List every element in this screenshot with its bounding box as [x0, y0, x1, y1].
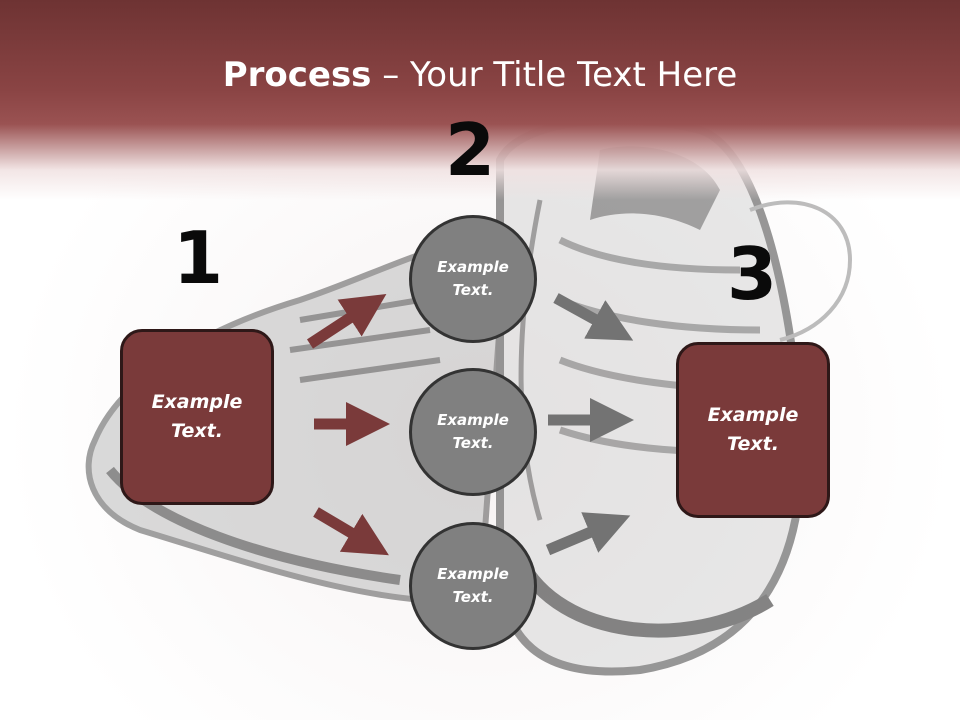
step-box-3-line1: Example — [707, 404, 799, 426]
circle-top-line2: Text. — [452, 281, 494, 299]
circle-bottom-line2: Text. — [452, 588, 494, 606]
step-box-1-line1: Example — [151, 391, 243, 413]
arrow-circle-bottom-to-box3 — [545, 512, 631, 556]
step-number-1: 1 — [172, 216, 224, 300]
step-box-3-line2: Text. — [727, 433, 779, 455]
title-bold: Process — [222, 55, 372, 95]
step-box-1-line2: Text. — [171, 420, 223, 442]
header-band — [0, 0, 960, 200]
circle-middle-line2: Text. — [452, 434, 494, 452]
step-number-3: 3 — [726, 232, 778, 316]
circle-top-line1: Example — [437, 258, 509, 276]
step-number-2: 2 — [444, 108, 496, 192]
arrow-box1-to-circle-top — [306, 293, 387, 349]
arrow-circle-top-to-box3 — [553, 293, 634, 341]
circle-middle-line1: Example — [437, 411, 509, 429]
circle-bottom-line1: Example — [437, 565, 509, 583]
title-rest: – Your Title Text Here — [371, 55, 738, 95]
arrow-box1-to-circle-bottom — [313, 507, 389, 556]
slide-title: Process – Your Title Text Here — [0, 52, 960, 98]
